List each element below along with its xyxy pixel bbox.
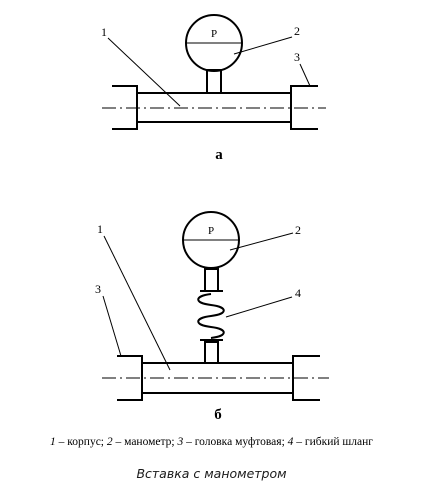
legend-num-4: 4 — [287, 436, 294, 448]
legend-text-1: – корпус; — [55, 436, 107, 448]
lower-stem-b — [204, 341, 219, 364]
leader-2-a — [233, 36, 293, 55]
figure-caption: Вставка с манометром — [136, 466, 287, 481]
label-2-a: 2 — [294, 24, 300, 38]
label-2-b: 2 — [295, 223, 301, 237]
gauge-stem-b — [204, 268, 219, 292]
sublabel-b: б — [214, 407, 222, 423]
figure-legend: 1 – корпус; 2 – манометр; 3 – головка му… — [0, 436, 423, 448]
label-3-b: 3 — [95, 282, 101, 296]
label-3-a: 3 — [294, 50, 300, 64]
legend-num-2: 2 — [106, 436, 113, 448]
label-4-b: 4 — [295, 286, 301, 300]
figure-a: P 1 2 3 а — [101, 14, 326, 163]
leader-1-b — [103, 235, 171, 371]
label-1-b: 1 — [97, 222, 103, 236]
leader-3-a — [299, 63, 311, 87]
sublabel-a: а — [215, 147, 223, 163]
legend-text-4: – гибкий шланг — [293, 436, 373, 448]
flexible-hose-b — [197, 293, 225, 339]
legend-num-3: 3 — [177, 436, 184, 448]
gauge-symbol-a: P — [211, 28, 217, 40]
label-1-a: 1 — [101, 25, 107, 39]
figure-b: P 1 2 3 4 б — [95, 211, 329, 423]
gauge-symbol-b: P — [208, 225, 214, 237]
leader-1-a — [107, 37, 181, 107]
leader-3-b — [102, 295, 122, 357]
leader-4-b — [225, 296, 293, 318]
legend-text-2: – манометр; — [112, 436, 178, 448]
gauge-stem-a — [206, 69, 222, 94]
legend-num-1: 1 — [50, 436, 56, 448]
leader-2-b — [229, 232, 294, 251]
legend-text-3: – головка муфтовая; — [183, 436, 288, 448]
